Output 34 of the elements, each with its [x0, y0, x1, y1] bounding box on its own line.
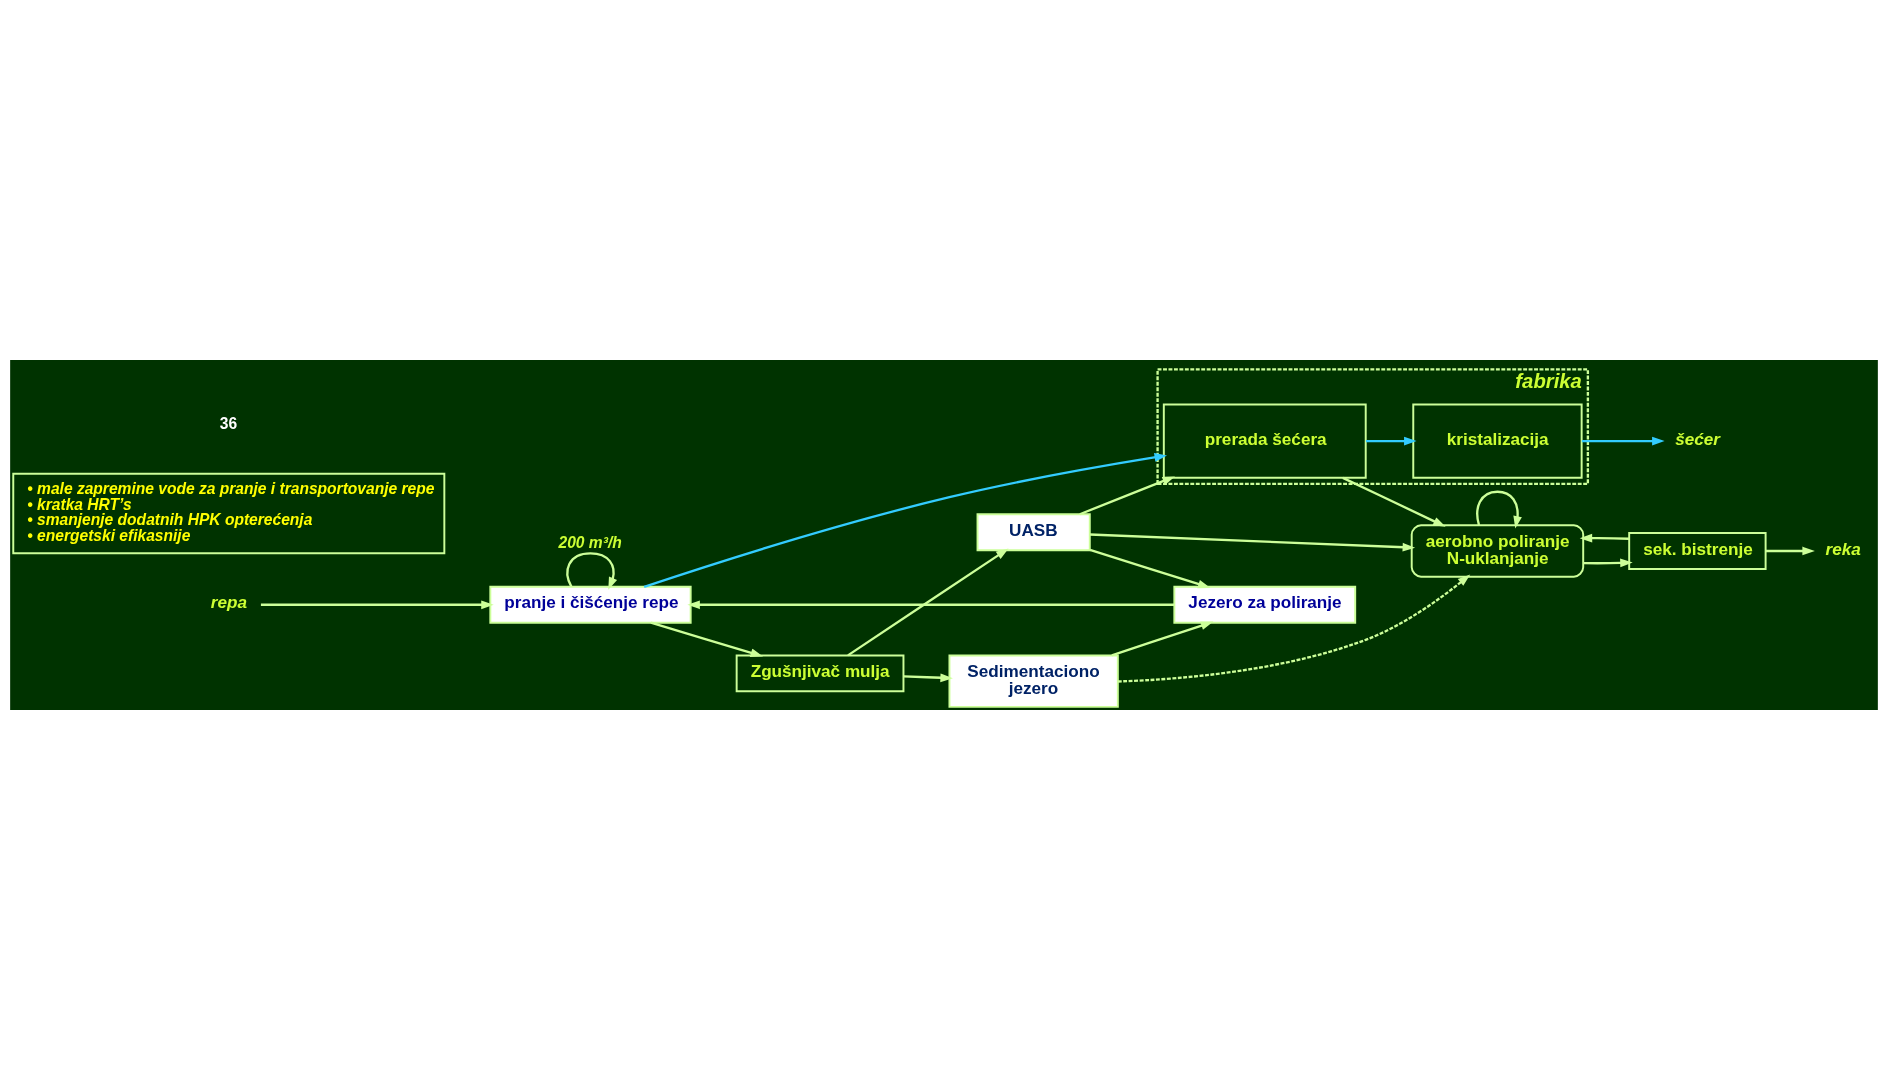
arrow — [1117, 574, 1471, 683]
node-box: Jezero za poliranje — [1173, 585, 1357, 624]
arrow — [903, 672, 953, 682]
node-box: Zgušnjivač mulja — [735, 653, 905, 692]
arrow — [1111, 620, 1214, 656]
edge-label: 200 m³/h — [558, 533, 622, 551]
label: 36 — [219, 414, 238, 432]
arrow — [1579, 533, 1630, 542]
node-box: • male zapremine vode za pranje i transportovanje repe • kratka HRT’s • smanjenje dodatnih HPK opterećenja • energetski efikasnije — [12, 472, 446, 554]
arrow — [1365, 436, 1417, 445]
node-box: aerobno poliranje N-uklanjanje — [1410, 523, 1585, 578]
node-box: Sedimentaciono jezero — [948, 653, 1119, 708]
arrow — [1089, 548, 1211, 588]
arrow — [847, 547, 1009, 656]
arrow — [1583, 558, 1633, 567]
node-box: UASB — [976, 512, 1091, 551]
arrow — [643, 452, 1167, 588]
node-text: reka — [1825, 538, 1861, 559]
arrow — [650, 621, 763, 657]
arrow — [1476, 490, 1522, 529]
node-box: kristalizacija — [1412, 402, 1583, 479]
arrow — [260, 599, 494, 609]
node-box: prerada šećera — [1162, 402, 1367, 479]
arrow — [1581, 436, 1665, 445]
arrow — [687, 599, 1175, 609]
arrow — [1089, 532, 1416, 552]
node-box: pranje i čišćenje repe — [489, 585, 692, 624]
node-text: repa — [210, 591, 248, 612]
arrow — [1342, 476, 1446, 527]
node-text: šećer — [1675, 428, 1720, 449]
arrow — [566, 551, 618, 590]
node-box: sek. bistrenje — [1628, 531, 1767, 570]
arrow — [1079, 475, 1175, 515]
arrow — [1765, 546, 1815, 555]
